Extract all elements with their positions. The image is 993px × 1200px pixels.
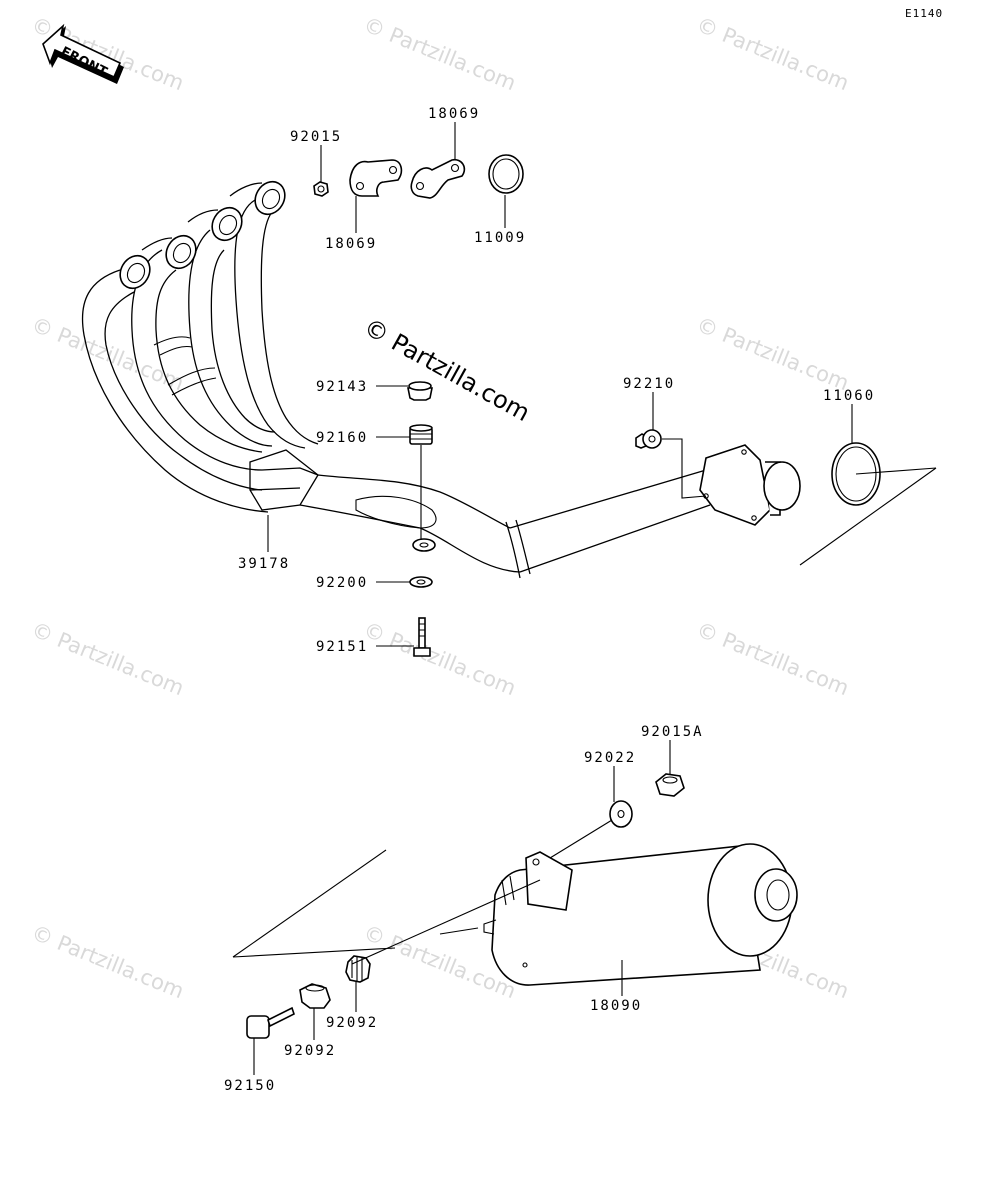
label-18069-bottom: 18069	[325, 236, 377, 252]
center-watermark: © Partzilla.com	[359, 313, 535, 427]
part-11009-gasket[interactable]	[488, 154, 524, 194]
part-92150-bolt[interactable]	[246, 1006, 295, 1039]
diagram-code: E1140	[905, 7, 943, 20]
label-18069-top: 18069	[428, 106, 480, 122]
part-92160-damper[interactable]	[409, 424, 433, 445]
watermark: © Partzilla.com	[360, 12, 519, 95]
watermark: © Partzilla.com	[28, 920, 187, 1003]
label-92210: 92210	[623, 376, 675, 392]
part-18069-holder-left[interactable]	[349, 159, 403, 197]
part-18090-muffler[interactable]	[483, 843, 798, 986]
label-92015A: 92015A	[641, 724, 704, 740]
watermark: © Partzilla.com	[28, 617, 187, 700]
part-washer-on-pipe[interactable]	[412, 538, 436, 552]
part-labels: 92015 18069 18069 11009 92143 92160 9221…	[224, 106, 875, 1094]
part-92210-bolt[interactable]	[635, 429, 662, 449]
watermark: © Partzilla.com	[693, 617, 852, 700]
reference-lines	[232, 467, 937, 965]
watermark: © Partzilla.com	[693, 12, 852, 95]
label-11060: 11060	[823, 388, 875, 404]
part-92092-collar-left[interactable]	[299, 983, 331, 1009]
label-92143: 92143	[316, 379, 368, 395]
part-92143-collar[interactable]	[407, 381, 433, 401]
label-92160: 92160	[316, 430, 368, 446]
label-92151: 92151	[316, 639, 368, 655]
label-39178: 39178	[238, 556, 290, 572]
leader-lines	[253, 122, 853, 1075]
part-92151-bolt[interactable]	[413, 617, 431, 657]
label-92092-left: 92092	[284, 1043, 336, 1059]
part-18069-holder-right[interactable]	[410, 158, 466, 199]
part-92022-washer[interactable]	[609, 800, 633, 828]
label-92015: 92015	[290, 129, 342, 145]
label-18090: 18090	[590, 998, 642, 1014]
watermark: © Partzilla.com	[360, 617, 519, 700]
label-92022: 92022	[584, 750, 636, 766]
label-92150: 92150	[224, 1078, 276, 1094]
part-92015-nut[interactable]	[313, 181, 329, 197]
exhaust-header-pipes	[81, 180, 801, 579]
part-92092-collar-right[interactable]	[345, 955, 371, 983]
label-92200: 92200	[316, 575, 368, 591]
label-11009: 11009	[474, 230, 526, 246]
part-92200-washer[interactable]	[409, 576, 433, 588]
watermark: © Partzilla.com	[693, 312, 852, 395]
label-92092-right: 92092	[326, 1015, 378, 1031]
part-92015A-nut[interactable]	[655, 773, 685, 797]
